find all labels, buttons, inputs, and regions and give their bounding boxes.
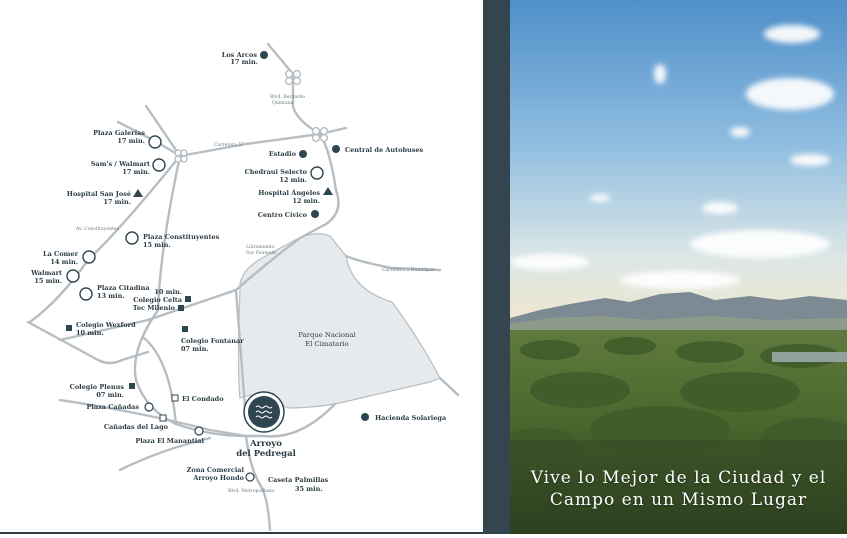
interchange-icon bbox=[284, 69, 302, 86]
tagline-line-1: Vive lo Mejor de la Ciudad y el bbox=[530, 468, 827, 488]
place-canadas-del-lago: Cañadas del Lago bbox=[104, 414, 169, 431]
dot-marker-icon bbox=[311, 210, 319, 218]
landscape-photo: Vive lo Mejor de la Ciudad y el Campo en… bbox=[510, 0, 847, 534]
clouds bbox=[510, 25, 834, 289]
divider-band bbox=[483, 0, 510, 534]
interchange-icon bbox=[174, 149, 188, 163]
hospital-triangle-icon bbox=[133, 189, 143, 197]
tagline-line-2: Campo en un Mismo Lugar bbox=[549, 490, 808, 510]
dot-marker-icon bbox=[260, 51, 268, 59]
place-el-condado: El Condado bbox=[171, 394, 224, 403]
hospital-triangle-icon bbox=[323, 187, 333, 195]
place-estadio: Estadio bbox=[269, 150, 307, 158]
school-square-icon bbox=[129, 383, 135, 389]
place-tec-milenio: Tec Milenio bbox=[133, 304, 184, 312]
school-square-icon bbox=[66, 325, 72, 331]
bottom-rule bbox=[0, 532, 483, 534]
ring-marker-icon bbox=[245, 472, 255, 482]
svg-text:Cañadas del Lago: Cañadas del Lago bbox=[104, 423, 169, 431]
svg-text:El Condado: El Condado bbox=[182, 395, 224, 403]
road-label-carretera-57: Carretera 57 bbox=[214, 142, 244, 148]
square-outline-icon bbox=[159, 414, 167, 422]
ring-marker-icon bbox=[125, 231, 139, 245]
tagline: Vive lo Mejor de la Ciudad y el Campo en… bbox=[510, 467, 847, 511]
place-plaza-canadas: Plaza Cañadas bbox=[87, 402, 154, 412]
ring-marker-icon bbox=[310, 166, 324, 180]
interchange-icon bbox=[311, 126, 329, 143]
svg-text:Centro Cívico: Centro Cívico bbox=[258, 211, 308, 219]
building-structure bbox=[772, 352, 847, 362]
dot-marker-icon bbox=[332, 145, 340, 153]
svg-text:Plaza Cañadas: Plaza Cañadas bbox=[87, 403, 140, 411]
svg-text:Estadio: Estadio bbox=[269, 150, 297, 158]
park-area bbox=[237, 233, 441, 409]
road-label-blvd-metropolitano: Blvd. Metropolitano bbox=[228, 488, 275, 494]
svg-text:10 min.Colegio Celta: 10 min.Colegio Celta bbox=[133, 288, 183, 304]
ring-marker-icon bbox=[66, 269, 80, 283]
svg-text:Central de Autobuses: Central de Autobuses bbox=[345, 146, 424, 154]
square-outline-icon bbox=[171, 394, 179, 402]
school-square-icon bbox=[185, 296, 191, 302]
ring-marker-icon bbox=[144, 402, 154, 412]
dot-marker-icon bbox=[299, 150, 307, 158]
place-colegio-celta: 10 min.Colegio Celta bbox=[133, 288, 191, 304]
vegetation bbox=[510, 337, 847, 472]
place-central-autobuses: Central de Autobuses bbox=[332, 145, 424, 154]
road-label-av-constituyentes: Av. Constituyentes bbox=[75, 226, 120, 232]
svg-text:Hacienda Solariega: Hacienda Solariega bbox=[375, 414, 447, 422]
road-label-carretera-huimilpan: Carretera a Huimilpan bbox=[382, 267, 435, 273]
school-square-icon bbox=[182, 326, 188, 332]
waves-icon bbox=[255, 405, 273, 419]
place-centro-civico: Centro Cívico bbox=[258, 210, 319, 219]
ring-marker-icon bbox=[82, 250, 96, 264]
place-plaza-el-manantial: Plaza El Manantial bbox=[135, 426, 205, 445]
ring-marker-icon bbox=[79, 287, 93, 301]
svg-text:Plaza El Manantial: Plaza El Manantial bbox=[135, 437, 204, 445]
place-hacienda-solariega: Hacienda Solariega bbox=[361, 413, 447, 422]
ring-marker-icon bbox=[148, 135, 162, 149]
school-square-icon bbox=[178, 305, 184, 311]
ring-marker-icon bbox=[152, 158, 166, 172]
dot-marker-icon bbox=[361, 413, 369, 421]
ring-marker-icon bbox=[194, 426, 204, 436]
svg-text:Tec Milenio: Tec Milenio bbox=[133, 304, 176, 312]
